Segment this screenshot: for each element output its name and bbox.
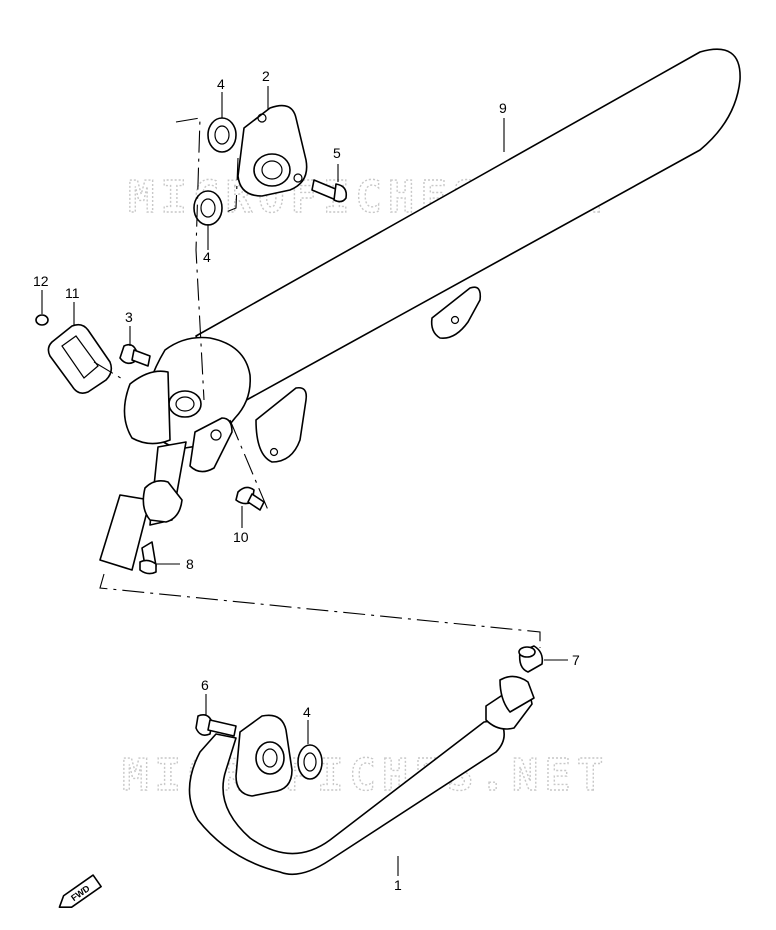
callout-11: 11 [65, 285, 80, 301]
assembly-dashed-lines [93, 117, 541, 648]
gasket-part-4-bottom [297, 744, 323, 780]
bolt-part-5 [311, 179, 348, 203]
fwd-arrow-icon: FWD [58, 874, 102, 909]
screw-part-12 [35, 314, 49, 326]
callout-6: 6 [201, 677, 209, 693]
callout-4-top: 4 [217, 76, 225, 92]
callout-4-middle: 4 [203, 249, 211, 265]
exhaust-pipe-part-1 [188, 675, 535, 876]
callout-10: 10 [233, 529, 249, 545]
bolt-part-8 [139, 541, 157, 575]
muffler-part-9 [145, 48, 741, 463]
callout-5: 5 [333, 145, 341, 161]
sleeve-part-7 [518, 645, 544, 673]
callout-9: 9 [499, 100, 507, 116]
callout-4-bottom: 4 [303, 704, 311, 720]
callout-12: 12 [33, 273, 49, 289]
leader-lines [41, 86, 568, 876]
callout-3: 3 [125, 309, 133, 325]
callout-8: 8 [186, 556, 194, 572]
gasket-part-4-middle [193, 190, 223, 226]
flange-part-2 [237, 104, 308, 197]
bolt-part-6 [195, 714, 237, 737]
mid-pipe-assembly [99, 370, 233, 571]
callout-1: 1 [394, 877, 402, 893]
bolt-part-10 [235, 486, 265, 511]
cover-part-11 [47, 323, 113, 394]
gasket-part-4-top [207, 117, 237, 153]
bolt-part-3 [119, 343, 151, 367]
callout-7: 7 [572, 652, 580, 668]
pipe-flange [235, 714, 293, 797]
callout-2: 2 [262, 68, 270, 84]
